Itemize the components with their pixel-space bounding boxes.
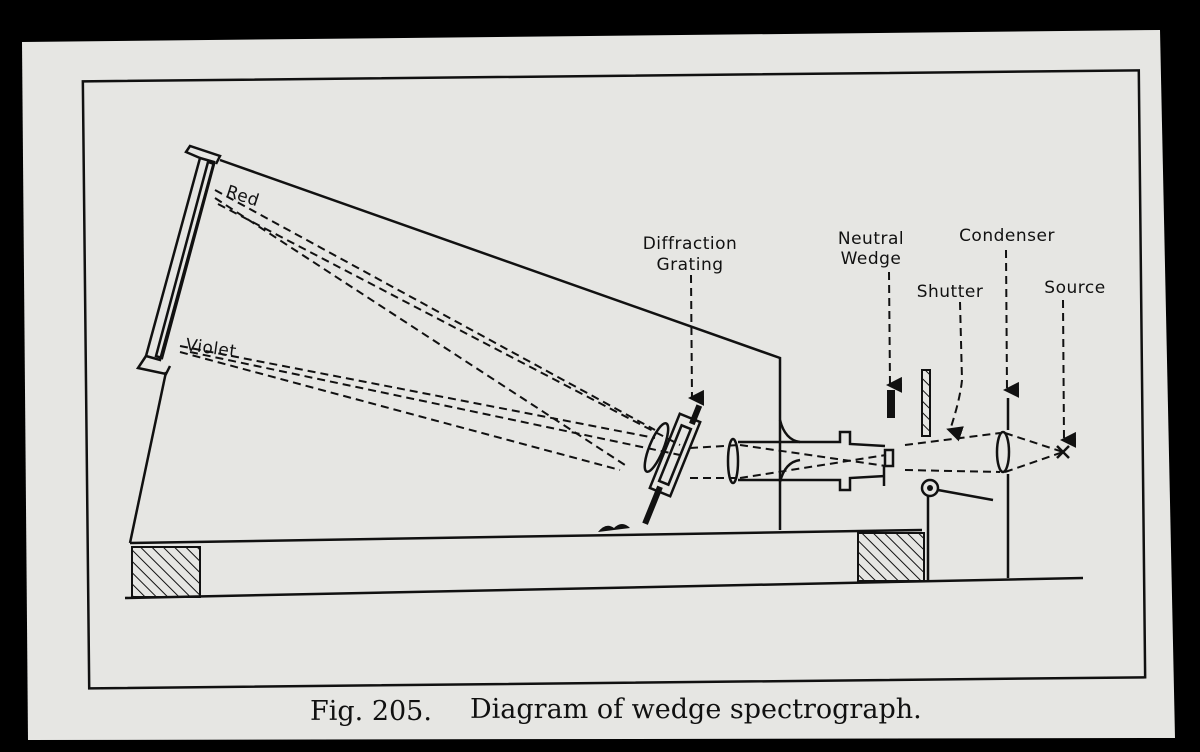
label-source: Source	[1044, 278, 1105, 298]
label-diffraction: Diffraction	[643, 234, 738, 254]
light-rays	[179, 189, 1064, 479]
collimator-tube	[726, 430, 895, 492]
label-grating: Grating	[656, 255, 723, 275]
figure-border	[81, 69, 1147, 690]
neutral-wedge	[887, 390, 895, 418]
label-leaders	[688, 249, 1077, 448]
support-block-right	[857, 532, 925, 582]
condenser-lens	[995, 398, 1011, 578]
shutter-pivot	[920, 478, 994, 580]
diffraction-grating	[642, 404, 703, 525]
support-block-left	[131, 546, 201, 598]
caption-text: Diagram of wedge spectrograph.	[470, 694, 922, 725]
base	[124, 524, 1084, 600]
source-point	[1056, 445, 1070, 459]
label-neutral: Neutral	[838, 229, 904, 249]
label-condenser: Condenser	[959, 226, 1055, 246]
label-wedge: Wedge	[841, 249, 902, 269]
photographic-plate-holder	[135, 144, 222, 376]
shutter	[921, 369, 931, 437]
label-shutter: Shutter	[917, 282, 984, 302]
slide-background	[22, 30, 1175, 740]
caption-figure-number: Fig. 205.	[310, 696, 432, 727]
